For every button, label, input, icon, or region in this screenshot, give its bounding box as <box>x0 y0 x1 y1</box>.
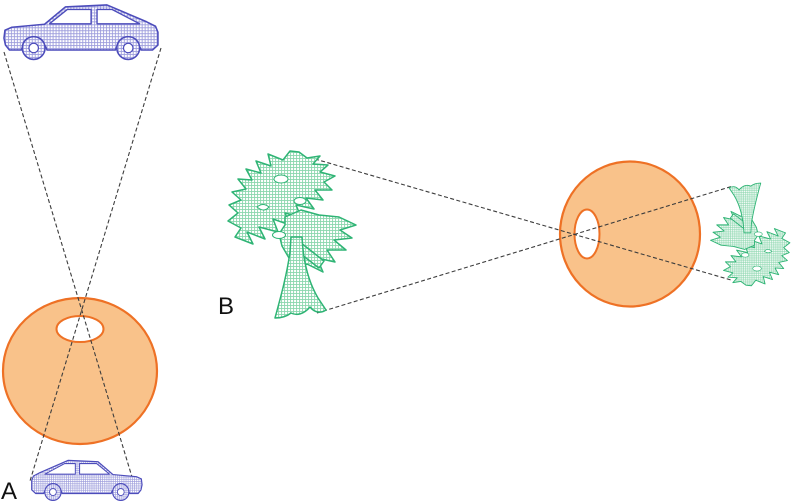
light-ray <box>316 185 734 314</box>
light-ray <box>3 51 133 478</box>
eye-icon <box>1 296 159 446</box>
eye-lens-icon <box>573 208 601 260</box>
tree-icon <box>227 150 357 319</box>
inverted-car-icon <box>31 459 143 502</box>
light-ray <box>314 158 732 281</box>
eye-icon <box>558 160 702 308</box>
inverted-tree-icon <box>710 182 791 287</box>
eye-lens-icon <box>55 315 105 343</box>
panel-b: B <box>218 150 791 320</box>
light-ray <box>29 47 162 482</box>
panel-a-label: A <box>1 478 17 503</box>
panel-a: A <box>1 4 162 503</box>
car-icon <box>3 4 159 61</box>
panel-b-label: B <box>218 293 234 320</box>
